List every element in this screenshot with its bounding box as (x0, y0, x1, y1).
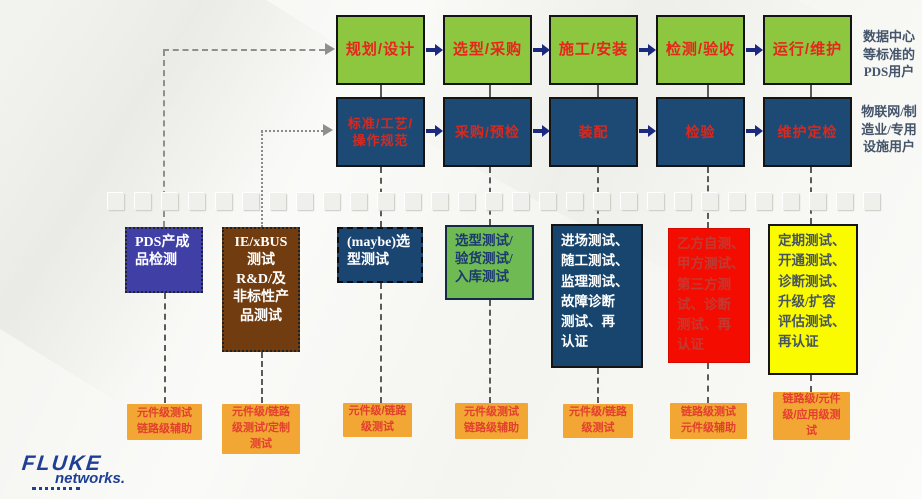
arrow-right-icon (426, 44, 443, 56)
strip-square (702, 193, 718, 210)
dashed-connector-line (163, 49, 325, 51)
arrow-right-icon (746, 44, 763, 56)
logo-dots-icon (32, 487, 80, 490)
strip-square (270, 193, 286, 210)
arrow-right-icon (639, 44, 656, 56)
dashed-connector-line (164, 293, 166, 403)
arrowhead-icon (325, 43, 335, 55)
strip-square (135, 193, 151, 210)
strip-square (459, 193, 475, 210)
flow-stage-standards-process: 标准/工艺/ 操作规范 (336, 97, 425, 167)
strip-square (108, 193, 124, 210)
flow-stage-maintenance-check: 维护定检 (763, 97, 852, 167)
arrow-right-icon (533, 125, 550, 137)
dashed-connector-line (380, 283, 382, 403)
strip-square (513, 193, 529, 210)
arrow-right-icon (426, 125, 443, 137)
strip-square (432, 193, 448, 210)
dashed-connector-line (261, 352, 263, 403)
strip-square (756, 193, 772, 210)
note-datacenter-pds-users: 数据中心 等标准的 PDS用户 (862, 29, 915, 80)
strip-square (486, 193, 502, 210)
flow-stage-planning-design: 规划/设计 (336, 15, 425, 85)
strip-square (621, 193, 637, 210)
strip-square (837, 193, 853, 210)
dashed-connector-line (810, 85, 812, 97)
dashed-connector-line (597, 85, 599, 97)
dashed-connector-line (163, 50, 165, 227)
strip-square (783, 193, 799, 210)
test-level-label: 元件级/链路 级测试/定制 测试 (222, 404, 300, 454)
arrow-right-icon (746, 125, 763, 137)
dashed-connector-line (707, 363, 709, 403)
box-site-supervision-test: 进场测试、 随工测试、 监理测试、 故障诊断 测试、再 认证 (551, 224, 643, 368)
strip-square (567, 193, 583, 210)
box-periodic-diagnostic-test: 定期测试、 开通测试、 诊断测试、 升级/扩容 评估测试、 再认证 (768, 224, 858, 375)
box-pds-product-testing: PDS产成 品检测 (125, 227, 203, 293)
strip-square (729, 193, 745, 210)
dotted-connector-line (261, 130, 323, 132)
arrow-right-icon (639, 125, 656, 137)
strip-square (351, 193, 367, 210)
dashed-connector-line (489, 300, 491, 403)
test-level-label: 元件级测试 链路级辅助 (455, 403, 528, 439)
test-level-label: 元件级测试 链路级辅助 (127, 404, 202, 440)
box-selection-incoming-test: 选型测试/ 验货测试/ 入库测试 (445, 225, 534, 300)
strip-square (594, 193, 610, 210)
strip-square (675, 193, 691, 210)
strip-square (540, 193, 556, 210)
arrowhead-icon (323, 124, 333, 136)
dashed-connector-line (810, 375, 812, 392)
strip-square (297, 193, 313, 210)
strip-square (378, 193, 394, 210)
strip-square (810, 193, 826, 210)
box-iexbus-rd-testing: IE/xBUS 测试 R&D/及 非标性产 品测试 (222, 227, 300, 352)
strip-square (216, 193, 232, 210)
strip-square (864, 193, 880, 210)
flow-stage-operation-maintain: 运行/维护 (763, 15, 852, 85)
test-level-label: 元件级/链路 级测试 (563, 404, 633, 438)
strip-square (189, 193, 205, 210)
strip-square (162, 193, 178, 210)
strip-square (648, 193, 664, 210)
flow-stage-selection-purchase: 选型/采购 (443, 15, 532, 85)
flow-stage-assembly: 装配 (549, 97, 638, 167)
test-level-label: 链路级测试 元件级辅助 (670, 403, 747, 439)
networks-wordmark: networks. (55, 470, 126, 487)
dotted-connector-line (261, 131, 263, 227)
flow-stage-purchase-precheck: 采购/预检 (443, 97, 532, 167)
strip-square (405, 193, 421, 210)
dashed-connector-line (380, 85, 382, 97)
arrow-right-icon (533, 44, 550, 56)
strip-square (324, 193, 340, 210)
dashed-connector-line (707, 85, 709, 97)
test-level-label: 元件级/链路 级测试 (343, 403, 412, 437)
test-level-label: 链路级/元件 级/应用级测 试 (773, 392, 850, 440)
flow-stage-inspection: 检验 (656, 97, 745, 167)
note-iot-facility-users: 物联网/制 造业/专用 设施用户 (861, 104, 917, 155)
dashed-connector-line (489, 85, 491, 97)
strip-square (243, 193, 259, 210)
flow-stage-test-acceptance: 检测/验收 (656, 15, 745, 85)
box-acceptance-parties-test: 乙方自测、 甲方测试、 第三方测 试、诊断 测试、再 认证 (668, 228, 750, 363)
dashed-connector-line (597, 368, 599, 403)
flow-stage-construction-install: 施工/安装 (549, 15, 638, 85)
box-maybe-selection-test: (maybe)选 型测试 (337, 227, 423, 283)
